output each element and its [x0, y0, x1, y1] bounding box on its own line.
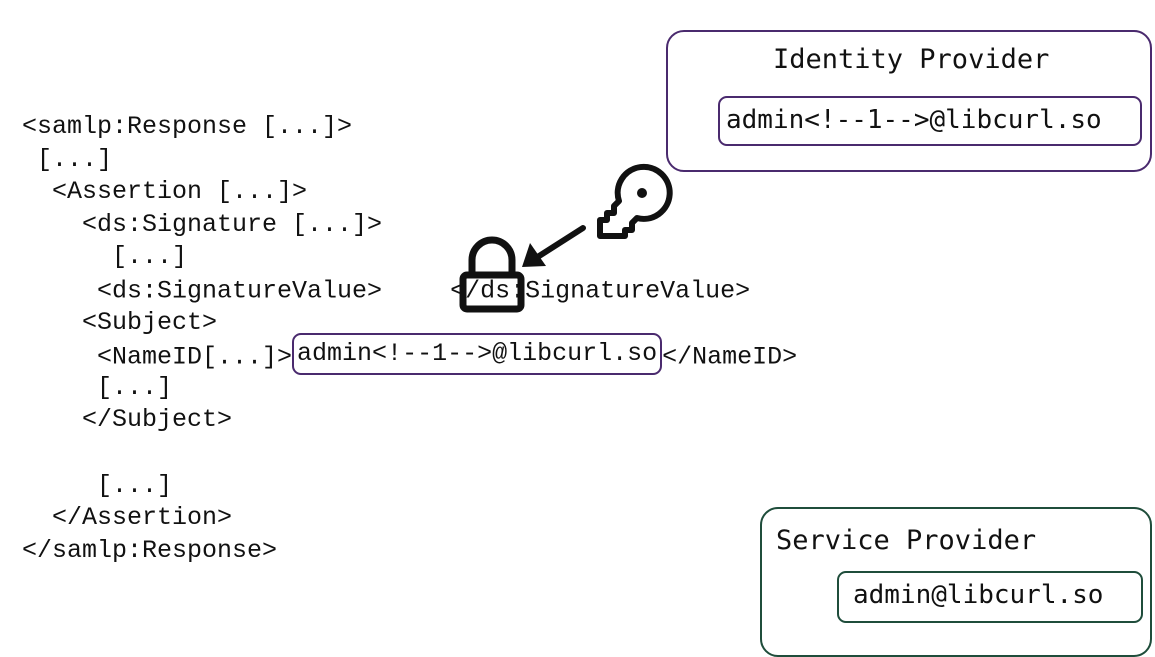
nameid-value-highlight: admin<!--1-->@libcurl.so	[292, 333, 663, 376]
code-line-ellipsis-4: [...]	[22, 470, 173, 500]
nameid-close-tag: </NameID>	[662, 342, 798, 372]
lock-icon	[459, 236, 525, 313]
icon-overlay	[459, 163, 673, 313]
key-icon	[597, 163, 673, 239]
code-line-ellipsis-1: [...]	[22, 144, 113, 174]
code-line-nameid: <NameID[...]>admin<!--1-->@libcurl.so</N…	[22, 333, 798, 376]
signature-value-open-tag: <ds:SignatureValue>	[22, 276, 383, 306]
arrow-icon	[522, 225, 586, 267]
code-line-assertion-open: <Assertion [...]>	[22, 177, 308, 207]
code-line-ellipsis-3: [...]	[22, 372, 173, 402]
service-provider-value: admin@libcurl.so	[837, 571, 1143, 623]
code-line-subject-open: <Subject>	[22, 307, 218, 337]
code-line-subject-close: </Subject>	[22, 405, 233, 435]
code-line-response-open: <samlp:Response [...]>	[22, 112, 353, 141]
code-line-signature-open: <ds:Signature [...]>	[22, 209, 383, 239]
code-line-ellipsis-2: [...]	[22, 242, 188, 272]
identity-provider-panel: Identity Provider admin<!--1-->@libcurl.…	[666, 30, 1152, 172]
service-provider-title: Service Provider	[776, 525, 1037, 556]
code-line-assertion-close: </Assertion>	[22, 503, 233, 533]
code-line-signature-value: <ds:SignatureValue> </ds:SignatureValue>	[22, 274, 797, 307]
saml-response-code: <samlp:Response [...]> [...] <Assertion …	[22, 111, 797, 567]
identity-provider-title: Identity Provider	[773, 44, 1050, 75]
nameid-open-tag: <NameID[...]>	[22, 342, 293, 372]
code-line-response-close: </samlp:Response>	[22, 535, 278, 565]
signature-value-close-tag: </ds:SignatureValue>	[450, 276, 751, 306]
identity-provider-value: admin<!--1-->@libcurl.so	[718, 96, 1142, 146]
